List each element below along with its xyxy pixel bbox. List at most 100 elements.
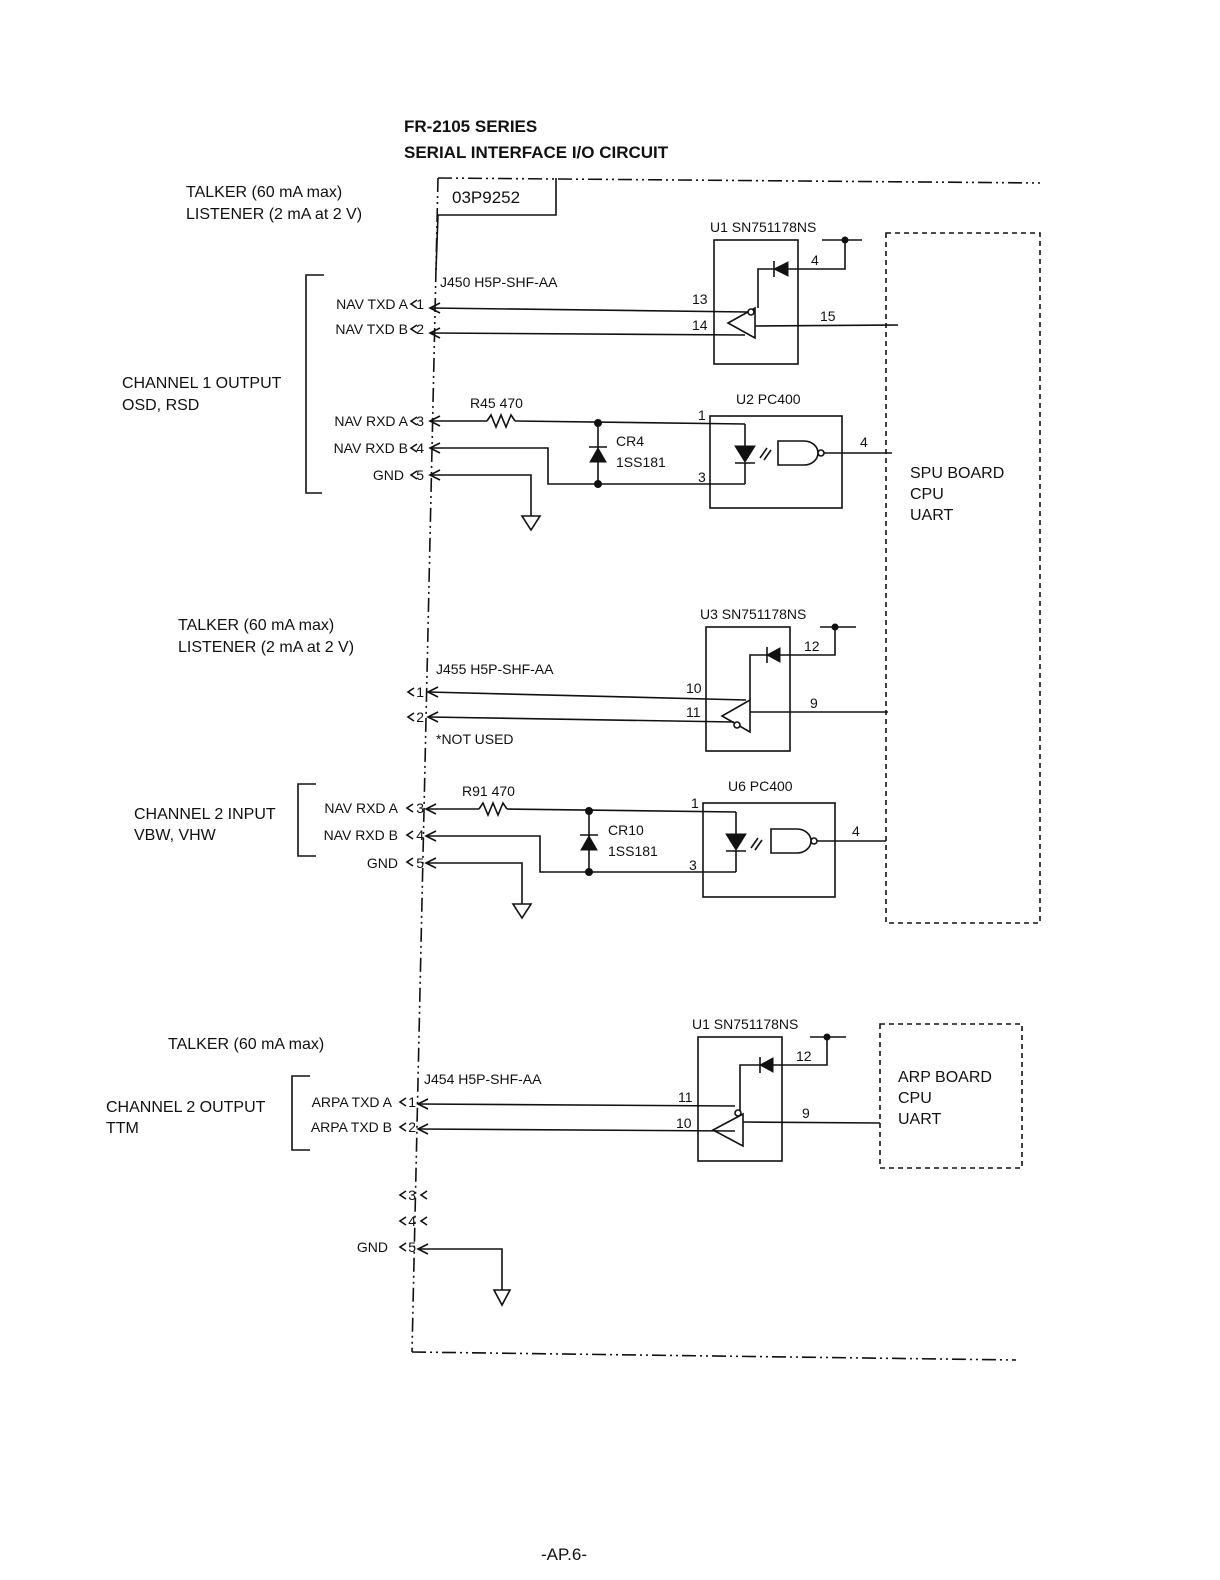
section3-group-label-1: CHANNEL 2 INPUT bbox=[134, 806, 276, 823]
pin-signal: NAV RXD A bbox=[334, 413, 408, 429]
section1-resistor: R45 470 bbox=[470, 395, 523, 411]
section3-group-label-2: VBW, VHW bbox=[134, 827, 217, 844]
section2-spec-talker: TALKER (60 mA max) bbox=[178, 617, 334, 634]
pin-number: 11 bbox=[678, 1089, 693, 1105]
pin-signal: NAV TXD B bbox=[335, 321, 408, 337]
line-driver-icon bbox=[726, 306, 756, 340]
ground-icon bbox=[511, 903, 533, 920]
section1-group-label-1: CHANNEL 1 OUTPUT bbox=[122, 375, 282, 392]
pin-signal: ARPA TXD A bbox=[312, 1094, 393, 1110]
pin-number: 12 bbox=[796, 1048, 812, 1064]
board-label: 03P9252 bbox=[452, 188, 520, 207]
light-emission-icon bbox=[750, 837, 763, 851]
pin-signal: GND bbox=[357, 1239, 388, 1255]
led-icon bbox=[725, 833, 747, 851]
pin-number: 9 bbox=[802, 1105, 810, 1121]
pin-signal: NAV RXD B bbox=[334, 440, 408, 456]
page-number: -AP.6- bbox=[541, 1545, 587, 1564]
board-outline bbox=[411, 177, 1041, 1361]
spu-board bbox=[885, 232, 1041, 924]
section4-connector: J454 H5P-SHF-AA bbox=[424, 1071, 542, 1087]
line-driver-icon bbox=[711, 1112, 744, 1148]
nand-gate-icon bbox=[777, 440, 819, 466]
pin-signal: GND bbox=[373, 467, 404, 483]
led-icon bbox=[734, 445, 756, 463]
section1-driver-ref: U1 SN751178NS bbox=[710, 219, 816, 235]
section4-driver-u1 bbox=[697, 1036, 783, 1162]
pin-signal: GND bbox=[367, 855, 398, 871]
pin-number: 14 bbox=[692, 317, 708, 333]
section1-spec-listener: LISTENER (2 mA at 2 V) bbox=[186, 206, 362, 223]
opto-ref: U6 PC400 bbox=[728, 778, 793, 794]
section1-connector: J450 H5P-SHF-AA bbox=[440, 274, 558, 290]
section1-spec-talker: TALKER (60 mA max) bbox=[186, 184, 342, 201]
arp-board-label: ARP BOARD bbox=[898, 1069, 992, 1086]
pin-number: 4 bbox=[811, 252, 819, 268]
opto-ref: U2 PC400 bbox=[736, 391, 801, 407]
section2-note: *NOT USED bbox=[436, 731, 514, 747]
ground-icon bbox=[492, 1289, 512, 1307]
pin-number: 5 bbox=[416, 855, 424, 871]
section2-connector: J455 H5P-SHF-AA bbox=[436, 661, 554, 677]
pin-number: 13 bbox=[692, 291, 708, 307]
section2-driver-ref: U3 SN751178NS bbox=[700, 606, 806, 622]
pin-number: 3 bbox=[408, 1187, 416, 1203]
ground-icon bbox=[520, 515, 542, 532]
section4-driver-ref: U1 SN751178NS bbox=[692, 1016, 798, 1032]
pin-number: 5 bbox=[408, 1239, 416, 1255]
pin-number: 4 bbox=[860, 434, 868, 450]
pin-chevrons bbox=[406, 687, 415, 722]
nand-gate-icon bbox=[770, 828, 812, 854]
pin-number: 5 bbox=[416, 467, 424, 483]
diode-icon bbox=[765, 647, 781, 663]
pin-number: 4 bbox=[408, 1213, 416, 1229]
section4-group-label-1: CHANNEL 2 OUTPUT bbox=[106, 1099, 266, 1116]
pin-number: 15 bbox=[820, 308, 836, 324]
pin-number: 3 bbox=[416, 413, 424, 429]
section4-bracket bbox=[291, 1075, 310, 1151]
spu-board-label: SPU BOARD bbox=[910, 465, 1004, 482]
pin-number: 4 bbox=[416, 440, 424, 456]
pin-number: 1 bbox=[416, 296, 424, 312]
diode-icon bbox=[589, 446, 607, 463]
arp-board-label: UART bbox=[898, 1111, 941, 1128]
light-emission-icon bbox=[759, 447, 772, 461]
pin-number: 4 bbox=[416, 827, 424, 843]
section2-driver-u3 bbox=[705, 626, 791, 752]
pin-number: 10 bbox=[686, 680, 702, 696]
pin-number: 3 bbox=[689, 857, 697, 873]
diode-ref: CR4 bbox=[616, 433, 644, 449]
pin-signal: NAV RXD B bbox=[324, 827, 398, 843]
spu-board-label: CPU bbox=[910, 486, 944, 503]
pin-number: 2 bbox=[416, 321, 424, 337]
section1-group-label-2: OSD, RSD bbox=[122, 397, 199, 414]
diode-icon bbox=[580, 834, 598, 851]
section4-group-label-2: TTM bbox=[106, 1120, 139, 1137]
diode-part: 1SS181 bbox=[608, 843, 658, 859]
pin-number: 1 bbox=[691, 795, 699, 811]
pin-signal: NAV RXD A bbox=[324, 800, 398, 816]
pin-number: 2 bbox=[408, 1119, 416, 1135]
resistor-icon bbox=[478, 800, 508, 818]
board-label-box: 03P9252 bbox=[435, 178, 557, 271]
diode-ref: CR10 bbox=[608, 822, 644, 838]
section3-bracket bbox=[297, 783, 316, 857]
section3-resistor: R91 470 bbox=[462, 783, 515, 799]
pin-number: 11 bbox=[686, 704, 701, 720]
section2-spec-listener: LISTENER (2 mA at 2 V) bbox=[178, 639, 354, 656]
pin-number: 3 bbox=[416, 800, 424, 816]
pin-number: 9 bbox=[810, 695, 818, 711]
section1-driver-u1 bbox=[713, 239, 799, 365]
pin-number: 12 bbox=[804, 638, 820, 654]
pin-chevrons bbox=[409, 299, 418, 480]
pin-number: 1 bbox=[416, 684, 424, 700]
arp-board-label: CPU bbox=[898, 1090, 932, 1107]
pin-chevrons bbox=[398, 1097, 428, 1252]
section3-opto-u6 bbox=[702, 802, 836, 898]
title-line1: FR-2105 SERIES bbox=[404, 117, 537, 136]
diode-icon bbox=[758, 1057, 774, 1073]
pin-number: 10 bbox=[676, 1115, 692, 1131]
pin-signal: NAV TXD A bbox=[336, 296, 409, 312]
pin-number: 2 bbox=[416, 709, 424, 725]
